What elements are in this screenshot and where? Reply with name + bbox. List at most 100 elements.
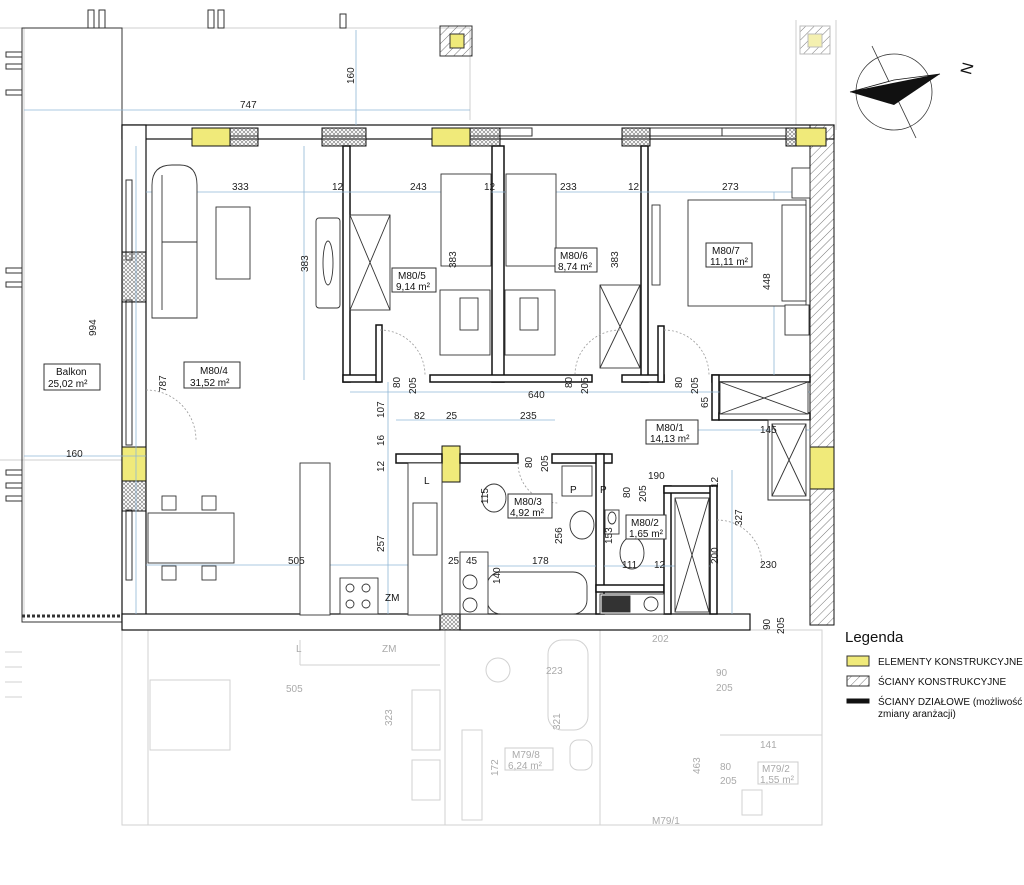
dim-12-e: 12 [710, 476, 721, 488]
dim-80-d: 80 [524, 456, 535, 468]
room-area-m80-4: 31,52 m² [190, 378, 230, 389]
dim-80-e: 80 [622, 486, 633, 498]
room-labels: M80/4 31,52 m² M80/5 9,14 m² M80/6 8,74 … [43, 242, 753, 540]
room-code-m80-7: M80/7 [712, 246, 740, 257]
dim-25-b: 25 [448, 556, 460, 567]
dim-115: 115 [480, 488, 491, 504]
ghost-room-area-1: 6,24 m² [508, 761, 543, 772]
dim-145: 145 [760, 425, 777, 436]
dim-80-c: 80 [674, 376, 685, 388]
furniture [147, 164, 811, 616]
p-label-2: P [600, 485, 607, 496]
ghost-room-code-3: M79/1 [652, 816, 680, 827]
dim-45: 45 [466, 556, 478, 567]
ghost-dim-202: 202 [652, 634, 669, 645]
legend: Legenda ELEMENTY KONSTRUKCYJNE ŚCIANY KO… [845, 629, 1023, 720]
ghost-room-code-2: M79/2 [762, 764, 790, 775]
dim-178: 178 [532, 556, 549, 567]
dim-327: 327 [734, 509, 745, 526]
dim-12-a: 12 [332, 182, 344, 193]
ghost-dim-323: 323 [384, 709, 395, 726]
dim-140: 140 [492, 567, 503, 584]
room-area-m80-2: 1,65 m² [629, 529, 664, 540]
dimension-labels: 747 160 994 160 787 333 12 243 12 233 12… [66, 67, 787, 634]
dim-12-b: 12 [484, 182, 496, 193]
ghost-fridge-label: L [296, 644, 302, 655]
room-area-balkon: 25,02 m² [48, 379, 88, 390]
dim-273: 273 [722, 182, 739, 193]
fixture-labels: L ZM P P [385, 476, 607, 604]
legend-swatch-structural [846, 655, 870, 667]
dim-257: 257 [376, 535, 387, 552]
dim-205-c: 205 [690, 377, 701, 394]
room-code-m80-3: M80/3 [514, 497, 542, 508]
room-area-m80-5: 9,14 m² [396, 282, 431, 293]
dim-994: 994 [88, 319, 99, 336]
ghost-dim-505: 505 [286, 684, 303, 695]
dim-111: 111 [622, 560, 638, 571]
ghost-dim-80: 80 [720, 762, 732, 773]
dim-12-d: 12 [376, 460, 387, 472]
legend-label-walls: ŚCIANY KONSTRUKCYJNE [878, 675, 1007, 688]
legend-title: Legenda [845, 629, 904, 646]
room-code-m80-1: M80/1 [656, 423, 684, 434]
legend-label-partitions-2: zmiany aranżacji) [878, 709, 956, 720]
room-area-m80-1: 14,13 m² [650, 434, 690, 445]
balcony [5, 9, 473, 623]
p-label-1: P [570, 485, 577, 496]
dim-230: 230 [760, 560, 777, 571]
dim-205-d: 205 [540, 455, 551, 472]
dim-25-a: 25 [446, 411, 458, 422]
room-code-m80-5: M80/5 [398, 271, 426, 282]
ghost-dim-205: 205 [716, 683, 733, 694]
structural-elements [121, 127, 835, 512]
ghost-dim-141: 141 [760, 740, 777, 751]
ghost-dim-321: 321 [552, 713, 563, 730]
dim-160-left: 160 [66, 449, 83, 460]
dim-80-b: 80 [564, 376, 575, 388]
dim-747: 747 [240, 100, 257, 111]
legend-label-partitions: ŚCIANY DZIAŁOWE (możliwość [878, 695, 1022, 708]
dim-82: 82 [414, 411, 426, 422]
legend-label-structural: ELEMENTY KONSTRUKCYJNE [878, 657, 1023, 668]
dim-153: 153 [604, 527, 615, 544]
ghost-labels: L ZM 505 202 223 90 205 323 321 172 141 … [286, 634, 799, 827]
boiler-label: ZM [385, 593, 399, 604]
ghost-room-code-1: M79/8 [512, 750, 540, 761]
dim-200: 200 [710, 547, 721, 564]
dim-383-c: 383 [610, 251, 621, 268]
dimension-lines [24, 30, 810, 614]
dim-205-b: 205 [580, 377, 591, 394]
room-code-m80-6: M80/6 [560, 251, 588, 262]
dim-333: 333 [232, 182, 249, 193]
ghost-dim-223: 223 [546, 666, 563, 677]
dim-233: 233 [560, 182, 577, 193]
dim-80-a: 80 [392, 376, 403, 388]
door-swings [145, 329, 763, 567]
room-area-m80-3: 4,92 m² [510, 508, 545, 519]
ghost-dim-172: 172 [490, 759, 501, 776]
dim-190: 190 [648, 471, 665, 482]
dim-205-a: 205 [408, 377, 419, 394]
legend-swatch-partitions [846, 698, 870, 704]
room-code-m80-2: M80/2 [631, 518, 659, 529]
dim-12-f: 12 [654, 560, 666, 571]
dim-383-b: 383 [448, 251, 459, 268]
dim-256: 256 [554, 527, 565, 544]
room-code-balkon: Balkon [56, 367, 87, 378]
dim-160-top: 160 [346, 67, 357, 84]
dim-205-e: 205 [638, 485, 649, 502]
dim-243: 243 [410, 182, 427, 193]
ghost-dim-463: 463 [692, 757, 703, 774]
ghost-dim-205b: 205 [720, 776, 737, 787]
dim-205-f: 205 [776, 617, 787, 634]
dim-90: 90 [762, 618, 773, 630]
room-code-m80-4: M80/4 [200, 366, 228, 377]
compass-north-label: N [958, 61, 977, 77]
ghost-floor-below [5, 629, 823, 826]
room-area-m80-7: 11,11 m² [710, 257, 749, 268]
dim-640: 640 [528, 390, 545, 401]
dim-505: 505 [288, 556, 305, 567]
dim-12-c: 12 [628, 182, 640, 193]
